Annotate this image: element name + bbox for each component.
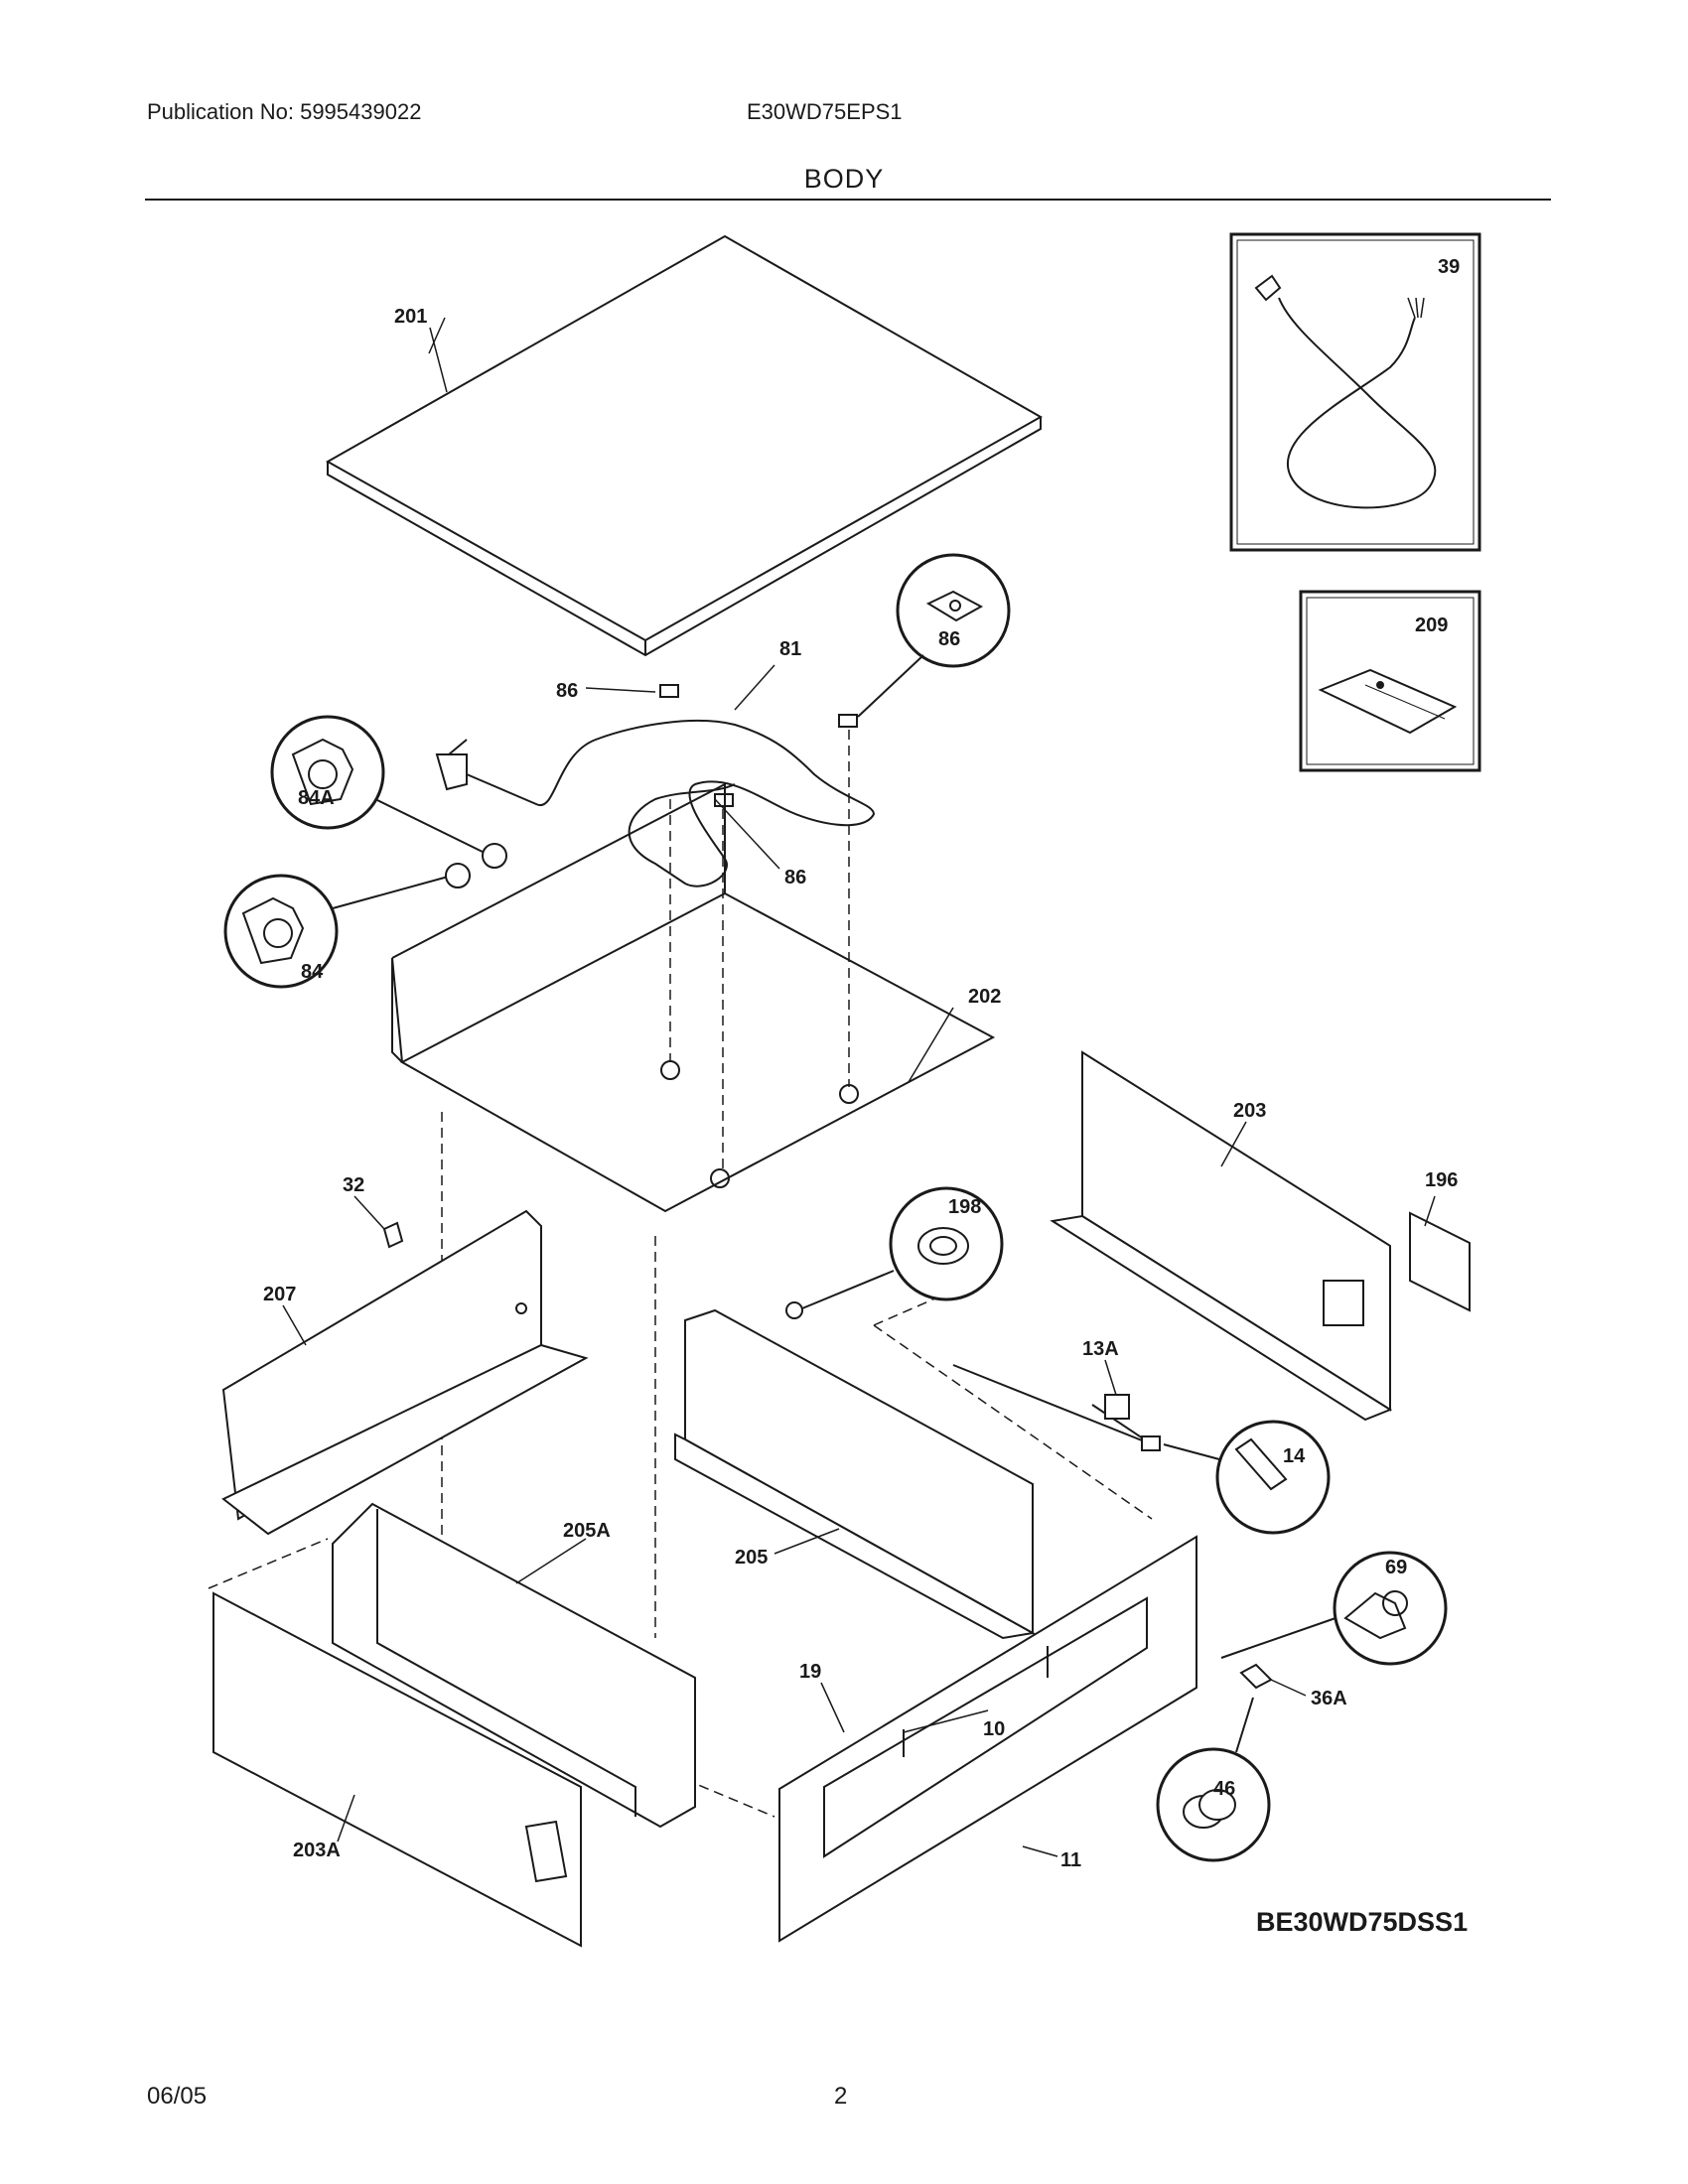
part-201-top-panel bbox=[325, 234, 1044, 657]
callout-19: 19 bbox=[799, 1661, 821, 1683]
callout-203A: 203A bbox=[293, 1840, 341, 1861]
callout-196: 196 bbox=[1425, 1169, 1458, 1191]
footer-page-number: 2 bbox=[834, 2083, 848, 2110]
header-rule bbox=[145, 199, 1551, 201]
part-36A-knob bbox=[1239, 1663, 1273, 1690]
part-39-power-cord-inset bbox=[1229, 232, 1481, 552]
callout-203: 203 bbox=[1233, 1100, 1266, 1122]
part-205A-bottom-pan bbox=[332, 1502, 696, 1829]
diagram-code: BE30WD75DSS1 bbox=[1256, 1907, 1468, 1937]
part-69-screw bbox=[1220, 1551, 1448, 1666]
part-14-fuse bbox=[1163, 1420, 1331, 1535]
part-86-clips bbox=[659, 684, 858, 807]
callout-205: 205 bbox=[735, 1547, 768, 1569]
part-81-heating-element bbox=[435, 720, 876, 887]
part-202-body bbox=[391, 782, 996, 1213]
part-198-grommet bbox=[785, 1186, 1004, 1319]
callout-205A: 205A bbox=[563, 1520, 611, 1542]
part-13A-wire-harness bbox=[952, 1364, 1161, 1451]
callout-86-c: 86 bbox=[784, 867, 806, 888]
section-title: BODY bbox=[803, 164, 885, 194]
part-46-knob bbox=[1156, 1697, 1271, 1862]
part-84A-thermostat bbox=[270, 715, 507, 869]
footer-date: 06/05 bbox=[147, 2083, 208, 2110]
callout-32: 32 bbox=[343, 1174, 364, 1196]
part-86-clip-detail bbox=[857, 553, 1011, 718]
part-203A-front-panel bbox=[212, 1591, 582, 1948]
model-number: E30WD75EPS1 bbox=[747, 99, 903, 124]
callout-86-b: 86 bbox=[938, 628, 960, 650]
callout-202: 202 bbox=[968, 986, 1001, 1008]
callout-198: 198 bbox=[948, 1196, 981, 1218]
part-32-screw bbox=[382, 1221, 404, 1249]
part-19-door-panel bbox=[778, 1535, 1197, 1943]
part-209-bracket-inset bbox=[1299, 590, 1481, 772]
callout-13A: 13A bbox=[1082, 1338, 1119, 1360]
callout-84A: 84A bbox=[298, 787, 335, 809]
callout-46: 46 bbox=[1213, 1778, 1235, 1800]
callout-14: 14 bbox=[1283, 1445, 1306, 1467]
callout-209: 209 bbox=[1415, 614, 1448, 636]
callout-201: 201 bbox=[394, 306, 427, 328]
callout-84: 84 bbox=[301, 961, 324, 983]
callout-36A: 36A bbox=[1311, 1688, 1347, 1709]
callout-10: 10 bbox=[983, 1718, 1005, 1740]
callout-11: 11 bbox=[1060, 1849, 1081, 1871]
part-203-rear-panel bbox=[1050, 1050, 1393, 1422]
callout-81: 81 bbox=[779, 638, 801, 660]
callout-86-a: 86 bbox=[556, 680, 578, 702]
callout-39: 39 bbox=[1438, 256, 1460, 278]
callout-labels: 201 39 209 81 86 86 86 84A 84 202 203 19… bbox=[263, 256, 1460, 1871]
part-205-front-frame bbox=[674, 1308, 1036, 1640]
part-84-thermostat bbox=[223, 863, 471, 989]
callout-leaders bbox=[282, 327, 1436, 1857]
part-207-side-panel bbox=[221, 1209, 589, 1536]
callout-69: 69 bbox=[1385, 1557, 1407, 1578]
part-196-plate bbox=[1409, 1211, 1471, 1312]
publication-number: Publication No: 5995439022 bbox=[147, 99, 422, 124]
callout-207: 207 bbox=[263, 1284, 296, 1305]
